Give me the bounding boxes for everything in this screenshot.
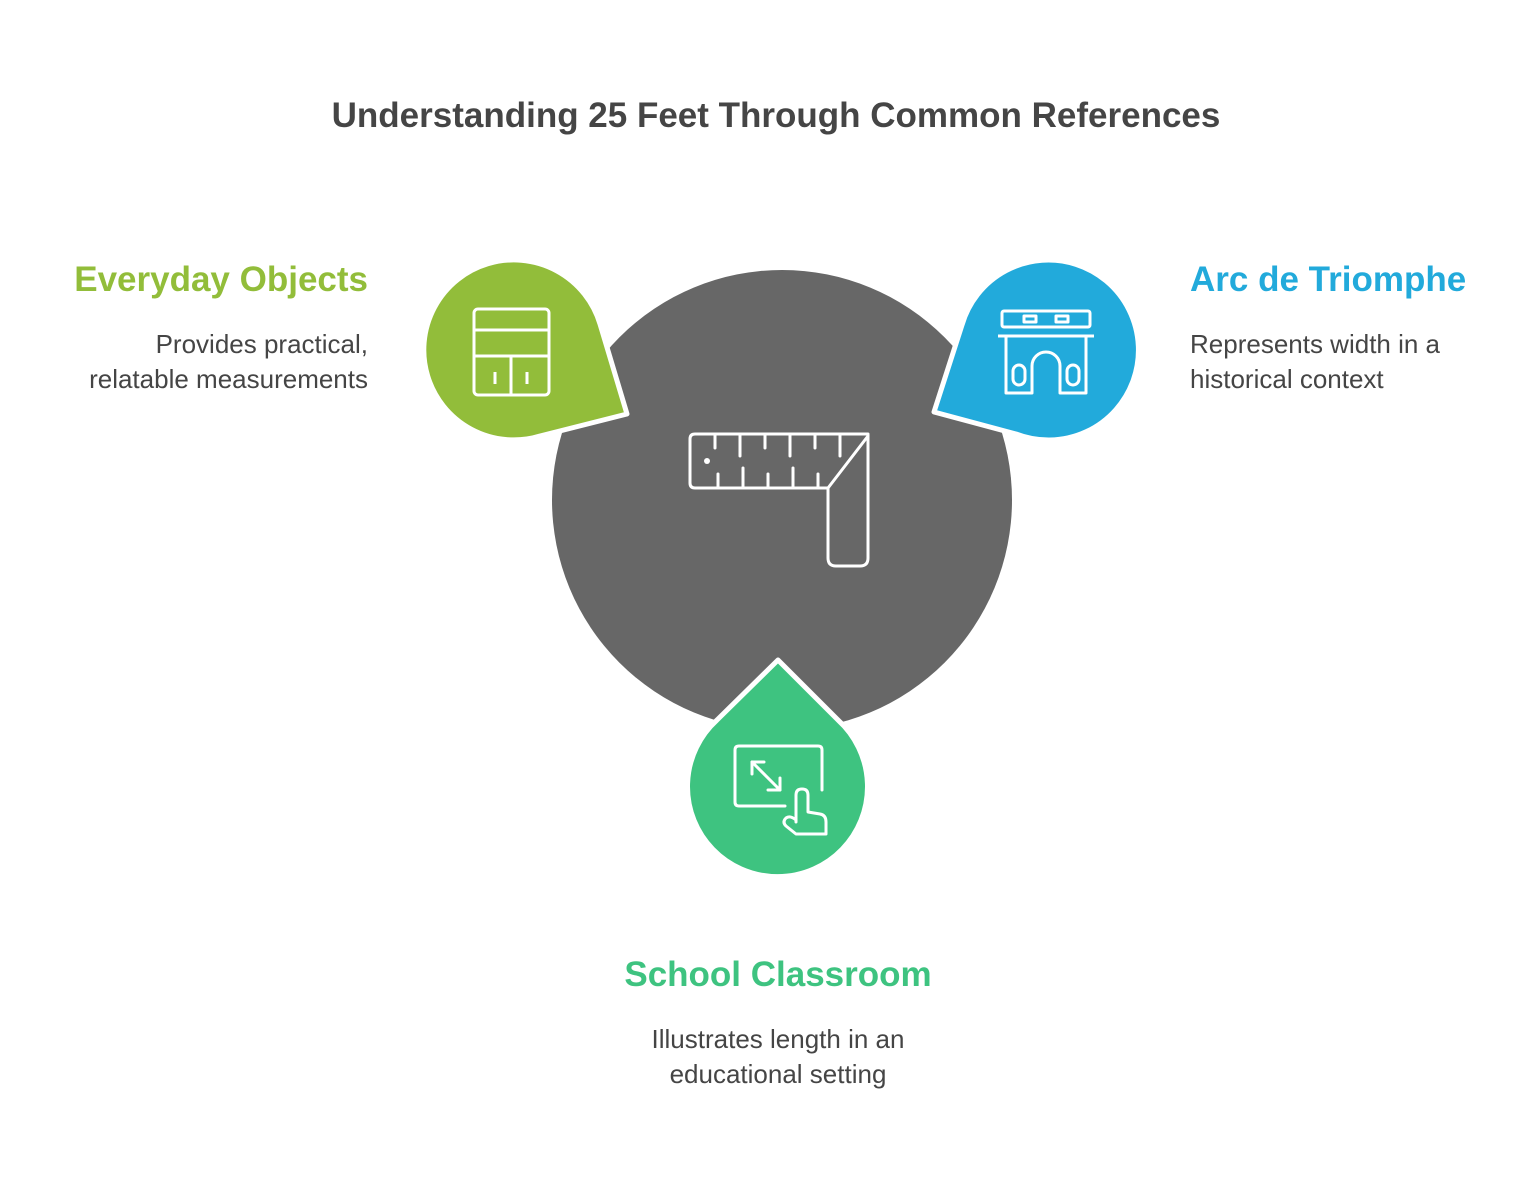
everyday-objects-title: Everyday Objects (74, 260, 368, 299)
cabinet-icon (472, 307, 551, 397)
arch-monument-icon (998, 309, 1094, 395)
everyday-objects-description: Provides practical, relatable measuremen… (89, 327, 368, 397)
school-classroom-description: Illustrates length in an educational set… (478, 1022, 1078, 1092)
touchscreen-resize-icon (733, 744, 828, 836)
arc-de-triomphe-node (931, 257, 1141, 443)
everyday-objects-desc-line2: relatable measurements (89, 364, 368, 394)
arc-de-triomphe-desc-line2: historical context (1190, 364, 1384, 394)
carpenter-square-ruler-icon (688, 432, 870, 568)
everyday-objects-desc-line1: Provides practical, (155, 329, 368, 359)
center-circle (552, 270, 1012, 730)
everyday-objects-node (421, 257, 630, 443)
arc-de-triomphe-description: Represents width in a historical context (1190, 327, 1440, 397)
school-classroom-node (685, 657, 870, 880)
school-classroom-title: School Classroom (624, 955, 932, 994)
page-title: Understanding 25 Feet Through Common Ref… (331, 96, 1221, 135)
school-classroom-desc-line1: Illustrates length in an (651, 1024, 905, 1054)
arc-de-triomphe-desc-line1: Represents width in a (1190, 329, 1441, 359)
arc-de-triomphe-title: Arc de Triomphe (1190, 260, 1467, 299)
school-classroom-desc-line2: educational setting (669, 1059, 887, 1089)
